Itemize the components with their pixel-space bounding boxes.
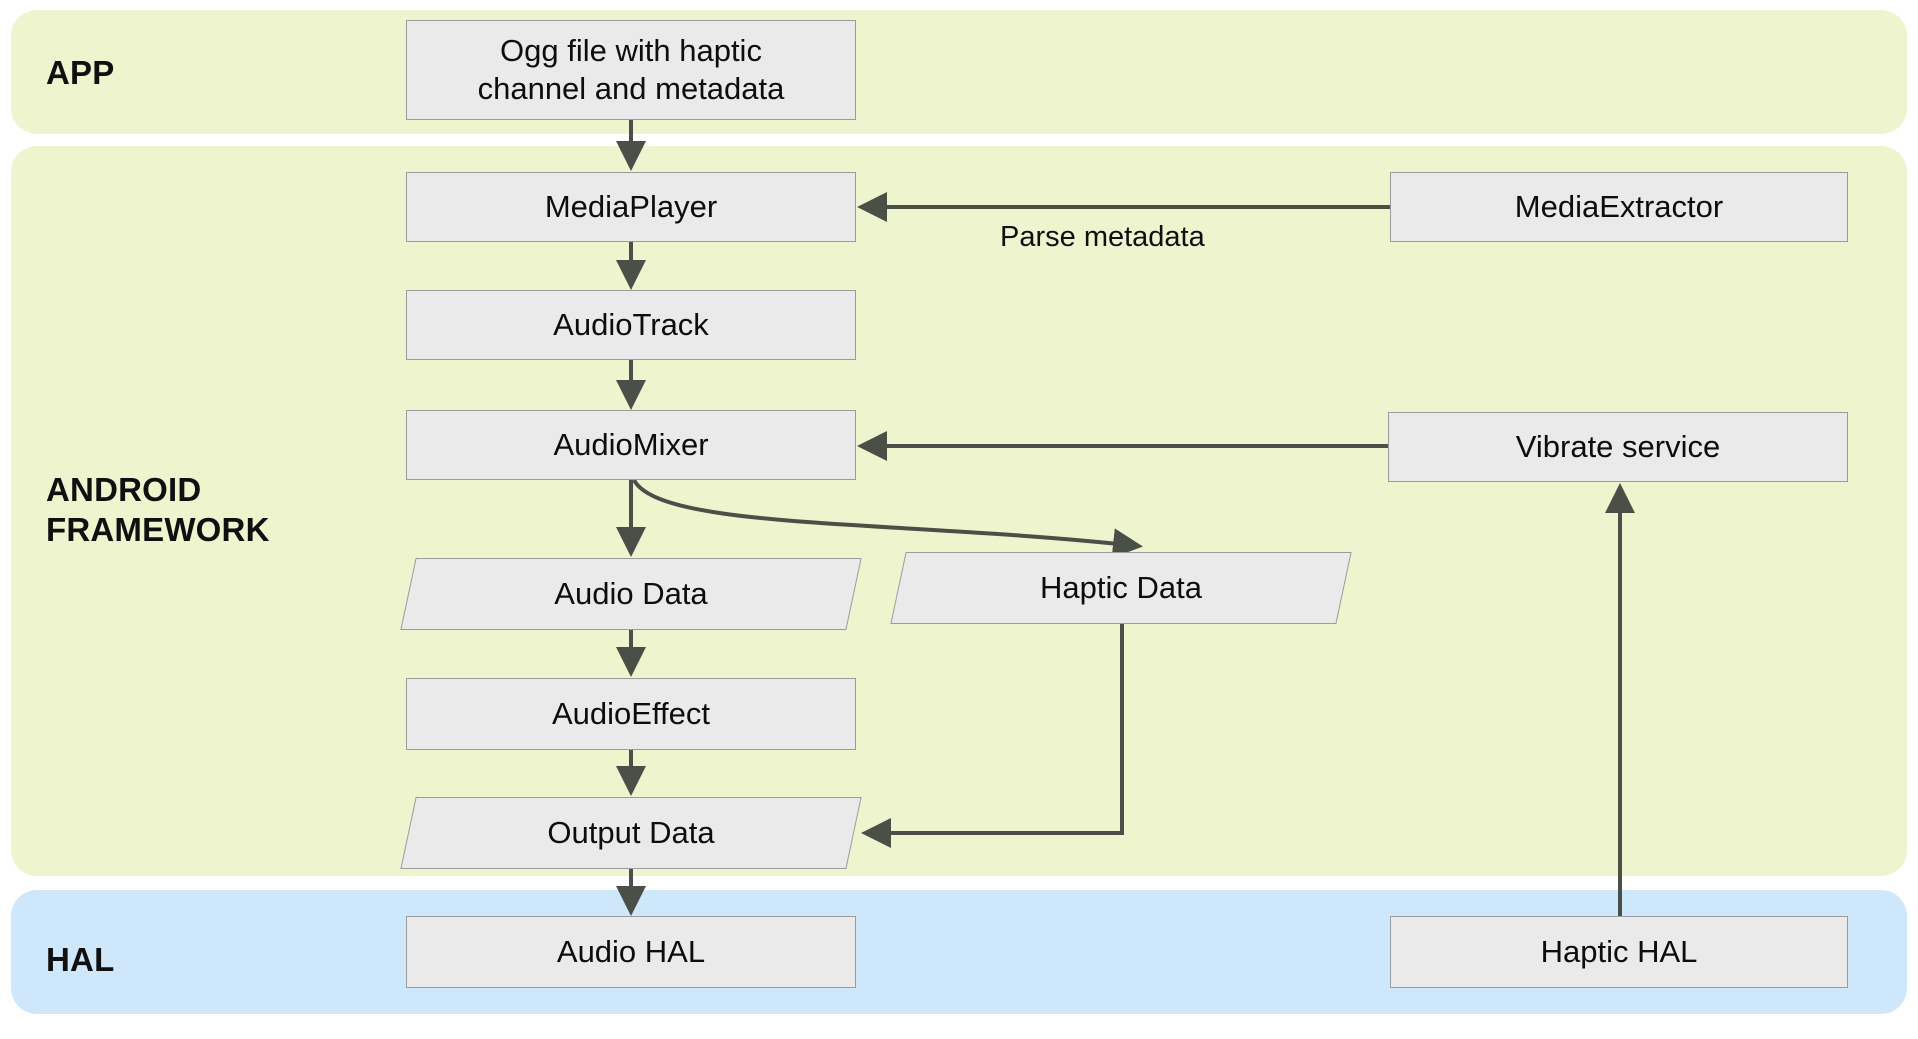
band-label-hal: HAL xyxy=(46,941,115,978)
edge-label-parse-metadata: Parse metadata xyxy=(1000,221,1205,253)
node-audioeffect[interactable]: AudioEffect xyxy=(406,678,856,750)
node-output-data[interactable]: Output Data xyxy=(400,797,862,869)
band-label-app: APP xyxy=(46,54,115,91)
audio-data-label: Audio Data xyxy=(554,576,708,611)
node-audio-hal[interactable]: Audio HAL xyxy=(406,916,856,988)
node-audiotrack[interactable]: AudioTrack xyxy=(406,290,856,360)
node-vibrate-service[interactable]: Vibrate service xyxy=(1388,412,1848,482)
band-label-android-framework: ANDROID FRAMEWORK xyxy=(46,471,270,549)
band-app xyxy=(11,10,1907,134)
node-ogg-file[interactable]: Ogg file with haptic channel and metadat… xyxy=(406,20,856,120)
output-data-label: Output Data xyxy=(547,815,715,850)
node-audio-data[interactable]: Audio Data xyxy=(400,558,862,630)
node-haptic-hal[interactable]: Haptic HAL xyxy=(1390,916,1848,988)
node-audiomixer[interactable]: AudioMixer xyxy=(406,410,856,480)
node-mediaplayer[interactable]: MediaPlayer xyxy=(406,172,856,242)
node-haptic-data[interactable]: Haptic Data xyxy=(890,552,1352,624)
band-framework xyxy=(11,146,1907,876)
node-mediaextractor[interactable]: MediaExtractor xyxy=(1390,172,1848,242)
haptic-data-label: Haptic Data xyxy=(1040,570,1202,605)
